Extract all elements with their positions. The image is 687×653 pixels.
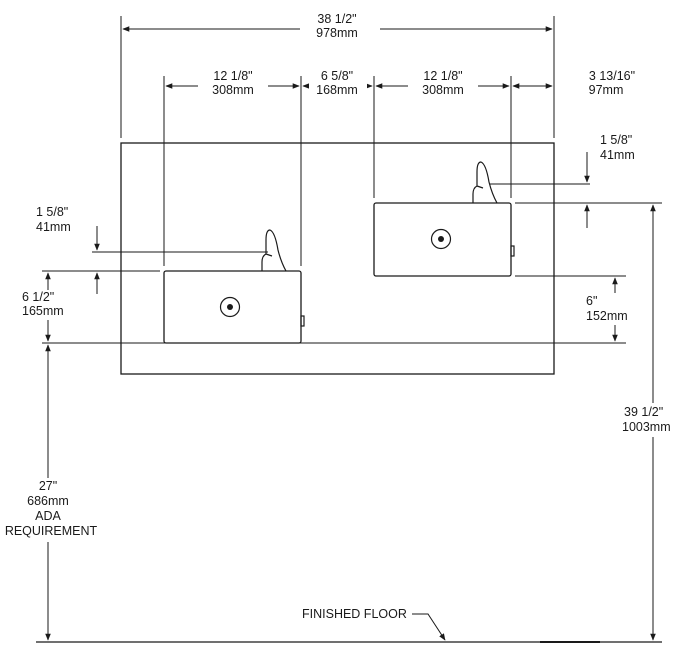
right-bubbler-height-imperial: 1 5/8"	[600, 133, 632, 147]
left-basin-width-imperial: 12 1/8"	[213, 69, 252, 83]
left-basin-button	[300, 315, 305, 327]
right-bubbler-icon	[472, 161, 498, 204]
right-basin-width-metric: 308mm	[422, 83, 464, 97]
high-rim-height-metric: 1003mm	[622, 420, 671, 434]
left-drain-inner-icon	[227, 304, 233, 310]
right-offset-metric: 97mm	[589, 83, 624, 97]
mounting-frame	[120, 142, 555, 375]
overall-width-imperial: 38 1/2"	[317, 12, 356, 26]
right-basin-height-imperial: 6"	[586, 294, 597, 308]
finished-floor-label: FINISHED FLOOR	[302, 607, 407, 621]
right-basin-button	[510, 245, 515, 257]
right-drain-inner-icon	[438, 236, 444, 242]
basin-gap-imperial: 6 5/8"	[321, 69, 353, 83]
ada-rim-height-imperial: 27"	[39, 479, 57, 493]
right-drain-outer-icon	[430, 228, 452, 250]
left-bubbler-height-imperial: 1 5/8"	[36, 205, 68, 219]
left-basin-height-metric: 165mm	[22, 304, 64, 318]
basin-gap-metric: 168mm	[316, 83, 358, 97]
finished-floor-dark-segment	[540, 641, 600, 643]
left-bubbler-icon	[261, 229, 287, 272]
ada-rim-height-metric: 686mm	[27, 494, 69, 508]
right-basin-width-imperial: 12 1/8"	[423, 69, 462, 83]
ada-note-line2: REQUIREMENT	[5, 524, 98, 538]
left-bubbler-height-metric: 41mm	[36, 220, 71, 234]
right-offset-imperial: 3 13/16"	[589, 69, 635, 83]
high-rim-height-imperial: 39 1/2"	[624, 405, 663, 419]
right-bubbler-height-metric: 41mm	[600, 148, 635, 162]
left-basin-width-metric: 308mm	[212, 83, 254, 97]
overall-width-metric: 978mm	[316, 26, 358, 40]
left-basin-height-imperial: 6 1/2"	[22, 290, 54, 304]
left-drain-outer-icon	[219, 296, 241, 318]
right-basin	[373, 202, 512, 277]
ada-note-line1: ADA	[35, 509, 61, 523]
finished-floor-leader	[412, 613, 446, 641]
right-basin-height-metric: 152mm	[586, 309, 628, 323]
